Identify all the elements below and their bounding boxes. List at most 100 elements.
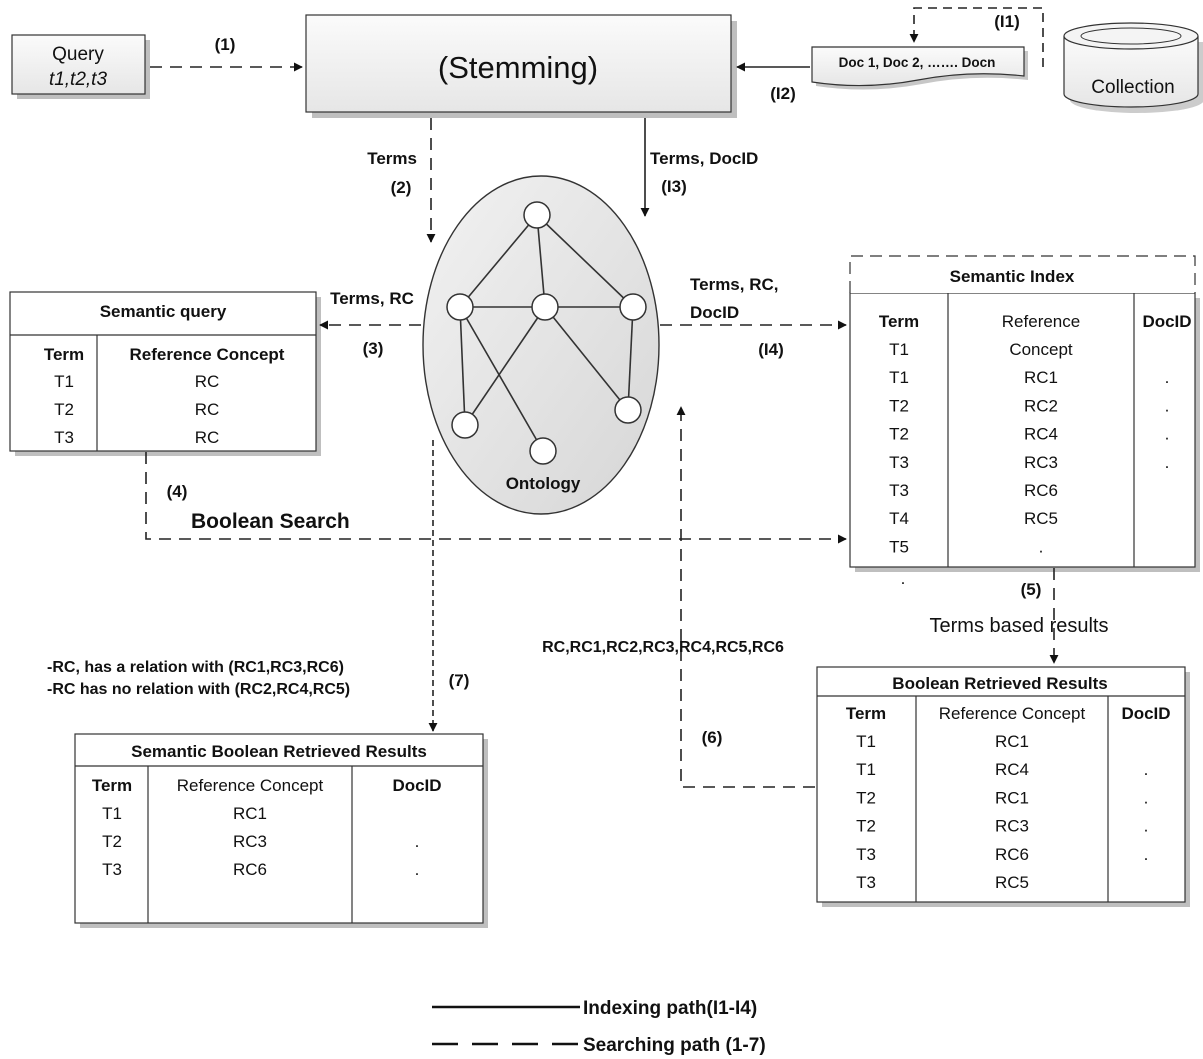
table-cell: T3 — [889, 481, 909, 500]
table-cell: . — [1144, 817, 1149, 836]
query-terms: t1,t2,t3 — [49, 69, 108, 90]
label-step-6: (6) — [702, 728, 723, 747]
label-step-4: (4) — [167, 482, 188, 501]
table-cell: . — [1039, 537, 1044, 556]
boolean-results-title: Boolean Retrieved Results — [892, 674, 1107, 693]
table-cell: RC4 — [1024, 425, 1058, 444]
table-cell: RC — [195, 400, 220, 419]
table-cell: T4 — [889, 509, 909, 528]
connectors — [145, 7, 1059, 788]
semantic-results-header: Term — [92, 776, 132, 795]
ontology-graph: Ontology — [422, 175, 660, 515]
table-cell: RC1 — [1024, 368, 1058, 387]
legend-searching: Searching path (1-7) — [583, 1035, 766, 1056]
documents-label: Doc 1, Doc 2, ……. Docn — [839, 55, 996, 70]
table-cell: T1 — [102, 804, 122, 823]
table-cell: . — [1165, 368, 1170, 387]
label-terms: Terms — [367, 149, 417, 168]
collection-database: Collection — [1063, 22, 1203, 113]
ontology-label: Ontology — [506, 474, 581, 493]
ontology-nodes — [446, 201, 647, 465]
table-cell: . — [415, 860, 420, 879]
table-cell: . — [1144, 845, 1149, 864]
table-cell: RC5 — [995, 873, 1029, 892]
table-cell: T2 — [54, 400, 74, 419]
semantic-query-table: Semantic query Term Reference Concept T1… — [9, 291, 321, 456]
table-cell: RC1 — [233, 804, 267, 823]
label-rc-list: RC,RC1,RC2,RC3,RC4,RC5,RC6 — [542, 639, 784, 656]
table-cell: RC4 — [995, 760, 1029, 779]
semantic-index-header: Reference — [1002, 312, 1080, 331]
table-cell: . — [1144, 788, 1149, 807]
label-step-7: (7) — [449, 671, 470, 690]
table-cell: T2 — [889, 396, 909, 415]
ontology-node — [451, 411, 479, 439]
ontology-node — [619, 293, 647, 321]
label-boolean-search: Boolean Search — [191, 510, 350, 533]
query-box: Query t1,t2,t3 — [11, 34, 150, 99]
table-cell: Concept — [1009, 340, 1073, 359]
table-cell: RC1 — [995, 732, 1029, 751]
table-cell: T1 — [856, 760, 876, 779]
table-cell: RC2 — [1024, 396, 1058, 415]
table-cell: T2 — [856, 817, 876, 836]
edge-labels: (1) (I1) (I2) Terms (2) Terms, DocID (I3… — [47, 12, 1108, 747]
table-cell: T1 — [889, 340, 909, 359]
semantic-results-title: Semantic Boolean Retrieved Results — [131, 742, 427, 761]
ontology-node — [529, 437, 557, 465]
table-cell: . — [1165, 396, 1170, 415]
table-cell: RC3 — [233, 832, 267, 851]
semantic-index-title: Semantic Index — [950, 267, 1075, 286]
table-cell: T3 — [856, 845, 876, 864]
semantic-index-more: . — [901, 569, 906, 588]
label-step-i2: (I2) — [770, 84, 796, 103]
stemming-box: (Stemming) — [305, 14, 737, 118]
query-title: Query — [52, 44, 104, 65]
stemming-label: (Stemming) — [438, 50, 598, 85]
label-terms-rc-docid-1: Terms, RC, — [690, 275, 779, 294]
legend-indexing: Indexing path(I1-I4) — [583, 998, 757, 1019]
semantic-results-header: Reference Concept — [177, 776, 324, 795]
table-cell: RC3 — [1024, 453, 1058, 472]
table-cell: RC6 — [995, 845, 1029, 864]
table-cell: . — [1144, 760, 1149, 779]
table-cell: T1 — [856, 732, 876, 751]
semantic-query-header: Term — [44, 345, 84, 364]
table-cell: RC — [195, 372, 220, 391]
boolean-results-table: Boolean Retrieved Results Term Reference… — [816, 666, 1190, 907]
label-terms-docid: Terms, DocID — [650, 149, 758, 168]
boolean-results-header: Reference Concept — [939, 704, 1086, 723]
table-cell: T5 — [889, 537, 909, 556]
table-cell: T2 — [889, 425, 909, 444]
table-cell: RC1 — [995, 788, 1029, 807]
table-cell: T3 — [889, 453, 909, 472]
collection-label: Collection — [1091, 77, 1174, 98]
table-cell: T3 — [856, 873, 876, 892]
arrow-step-6 — [676, 406, 815, 788]
label-step-2: (2) — [391, 178, 412, 197]
ontology-node — [523, 201, 551, 229]
boolean-results-header: DocID — [1121, 704, 1170, 723]
semantic-index-header: Term — [879, 312, 919, 331]
label-step-3: (3) — [363, 339, 384, 358]
arrow-step-4 — [145, 452, 847, 544]
documents-shape: Doc 1, Doc 2, ……. Docn — [811, 46, 1028, 90]
label-step-1: (1) — [215, 35, 236, 54]
ontology-node — [531, 293, 559, 321]
label-terms-rc: Terms, RC — [330, 289, 414, 308]
label-step-5: (5) — [1021, 580, 1042, 599]
arrow-step-i1 — [909, 7, 1044, 67]
semantic-query-title: Semantic query — [100, 302, 227, 321]
label-relation-2: -RC has no relation with (RC2,RC4,RC5) — [47, 681, 350, 698]
table-cell: T3 — [54, 428, 74, 447]
label-step-i1: (I1) — [994, 12, 1020, 31]
label-relation-1: -RC, has a relation with (RC1,RC3,RC6) — [47, 659, 344, 676]
semantic-results-header: DocID — [392, 776, 441, 795]
table-cell: T2 — [102, 832, 122, 851]
label-terms-based-results: Terms based results — [930, 615, 1109, 637]
